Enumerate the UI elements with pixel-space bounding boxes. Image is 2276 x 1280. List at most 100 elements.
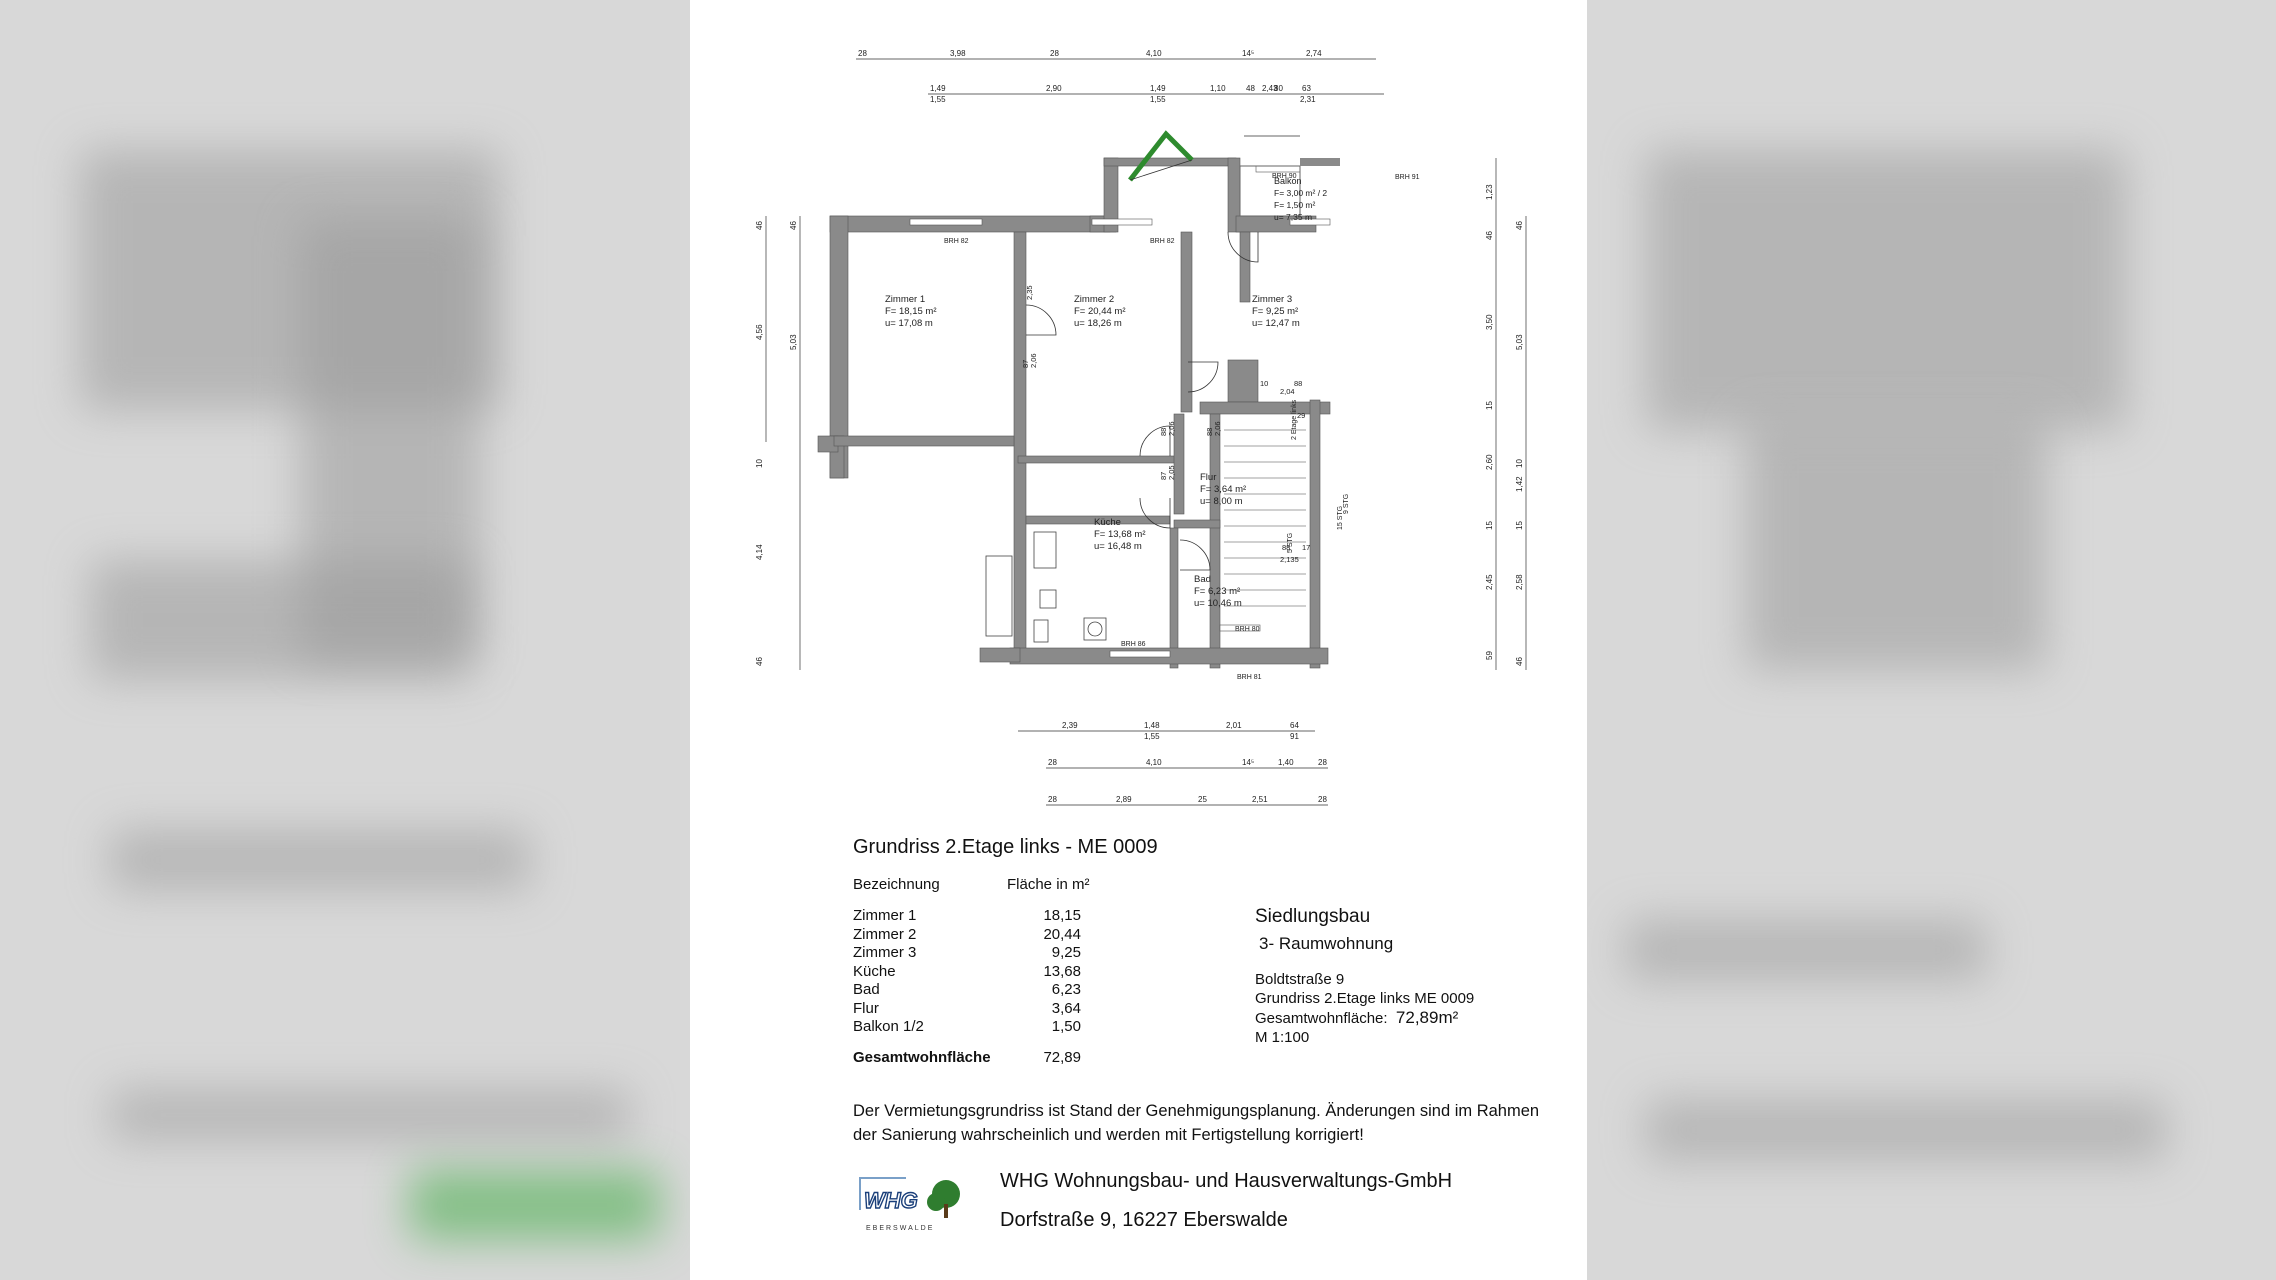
dimension-label: 4,14	[755, 544, 764, 560]
dimension-label: 5,03	[789, 334, 798, 350]
bathroom-fixtures	[985, 531, 1107, 643]
dimension-label: 1,55	[1150, 95, 1166, 104]
dimension-label: 87	[1021, 360, 1030, 368]
dimension-label: 2,01	[1226, 721, 1242, 730]
dimension-label: 2,05	[1167, 465, 1176, 480]
living-area-value: 72,89m²	[1395, 1008, 1459, 1027]
stair-label: 5 STG	[1287, 533, 1294, 553]
dimension-label: 63	[1302, 84, 1311, 93]
total-label: Gesamtwohnfläche	[853, 1048, 991, 1066]
windows	[909, 165, 1331, 658]
stair-label: 15 STG	[1337, 506, 1344, 530]
sill-height-label: BRH 81	[1237, 674, 1262, 681]
room-area: 18,15	[1043, 907, 1081, 924]
dimension-label: 28	[1318, 795, 1327, 804]
dimension-label: 2,06	[1213, 421, 1222, 436]
table-header-name: Bezeichnung	[853, 876, 940, 893]
dimension-label: 2,31	[1300, 95, 1316, 104]
room-area-label: F= 9,25 m²	[1252, 306, 1298, 317]
room-name: Zimmer 3	[853, 944, 917, 961]
sill-height-label: BRH 82	[1150, 238, 1175, 245]
dimension-label: 2,90	[1046, 84, 1062, 93]
room-perimeter-label: u= 10,46 m	[1194, 598, 1242, 609]
room-name-label: Bad	[1194, 574, 1211, 585]
dimension-label: 91	[1290, 732, 1299, 741]
room-name-label: Zimmer 3	[1252, 294, 1292, 305]
balcony-outline	[1239, 165, 1301, 217]
dimension-label: 87	[1159, 472, 1168, 480]
stair-label: 9 STG	[1343, 494, 1350, 514]
sill-height-label: BRH 91	[1395, 174, 1420, 181]
dimension-label: 2,89	[1116, 795, 1132, 804]
dimension-label: 2,58	[1515, 574, 1524, 590]
tree-icon-small	[927, 1193, 945, 1211]
dimension-label: 48	[1246, 84, 1255, 93]
room-name: Flur	[853, 999, 879, 1017]
room-area-label: F= 20,44 m²	[1074, 306, 1125, 317]
balcony-area-label: F= 1,50 m²	[1274, 200, 1316, 210]
dimension-label: 88	[1205, 428, 1214, 436]
sill-height-label: BRH 82	[944, 238, 969, 245]
building-type: Siedlungsbau	[1255, 906, 1371, 927]
balcony-label: Balkon	[1274, 176, 1302, 186]
room-perimeter-label: u= 12,47 m	[1252, 318, 1300, 329]
sill-height-label: BRH 90	[1272, 173, 1297, 180]
staircase	[1224, 429, 1306, 607]
table-header-area: Fläche in m²	[1007, 876, 1090, 893]
dimension-label: 28	[1048, 795, 1057, 804]
room-area: 6,23	[1051, 981, 1081, 998]
dimension-label: 15	[1515, 521, 1524, 530]
sill-height-label: BRH 86	[1121, 641, 1146, 648]
dimension-label: 10	[1260, 379, 1268, 388]
dimension-label: 1,10	[1210, 84, 1226, 93]
room-name: Zimmer 2	[853, 925, 917, 943]
dimension-label: 4,10	[1146, 49, 1162, 58]
room-area-label: F= 18,15 m²	[885, 306, 936, 317]
total-value: 72,89	[1043, 1048, 1081, 1066]
dimension-label: 25	[1198, 795, 1207, 804]
dimension-label: 17	[1302, 543, 1310, 552]
company-name: WHG Wohnungsbau- und Hausverwaltungs-Gmb…	[1000, 1170, 1453, 1192]
dimension-label: 2,35	[1025, 285, 1034, 300]
room-area: 9,25	[1051, 944, 1081, 961]
plan-name: Grundriss 2.Etage links ME 0009	[1255, 990, 1475, 1007]
company-info: WHG Wohnungsbau- und Hausverwaltungs-Gmb…	[1000, 1170, 1452, 1248]
dimension-label: 88	[1294, 379, 1302, 388]
dimension-lines	[765, 58, 1527, 806]
room-area-label: F= 13,68 m²	[1094, 529, 1145, 540]
dimension-label: 29	[1297, 411, 1305, 420]
dimension-label: 28	[1048, 758, 1057, 767]
dimension-label: 2,04	[1280, 387, 1295, 396]
street-address: Boldtstraße 9	[1255, 971, 1345, 988]
dimension-label: 1,48	[1144, 721, 1160, 730]
plan-title: Grundriss 2.Etage links - ME 0009	[853, 836, 1158, 858]
table-row: Zimmer 3 9,25	[853, 944, 1107, 963]
dimension-label: 46	[755, 221, 764, 230]
room-name-label: Zimmer 2	[1074, 294, 1114, 305]
dimension-label: 46	[755, 657, 764, 666]
dimension-label: 4,10	[1146, 758, 1162, 767]
room-perimeter-label: u= 17,08 m	[885, 318, 933, 329]
table-total-row: Gesamtwohnfläche 72,89	[853, 1049, 1107, 1068]
room-area: 3,64	[1051, 999, 1081, 1017]
room-area-label: F= 6,23 m²	[1194, 586, 1240, 597]
disclaimer-note: Der Vermietungsgrundriss ist Stand der G…	[853, 1102, 1540, 1144]
dimension-label: 2,43	[1262, 84, 1278, 93]
table-row: Flur 3,64	[853, 1000, 1107, 1019]
dimension-label: 14⁵	[1242, 49, 1254, 58]
room-area: 13,68	[1043, 962, 1081, 980]
dimension-label: 2,39	[1062, 721, 1078, 730]
apartment-info: Siedlungsbau 3- Raumwohnung Boldtstraße …	[1255, 906, 1474, 1047]
north-arrow	[1128, 130, 1194, 182]
logo-subtext: EBERSWALDE	[866, 1225, 934, 1232]
room-perimeter-label: u= 18,26 m	[1074, 318, 1122, 329]
balcony-area-label: F= 3,00 m² / 2	[1274, 188, 1327, 198]
